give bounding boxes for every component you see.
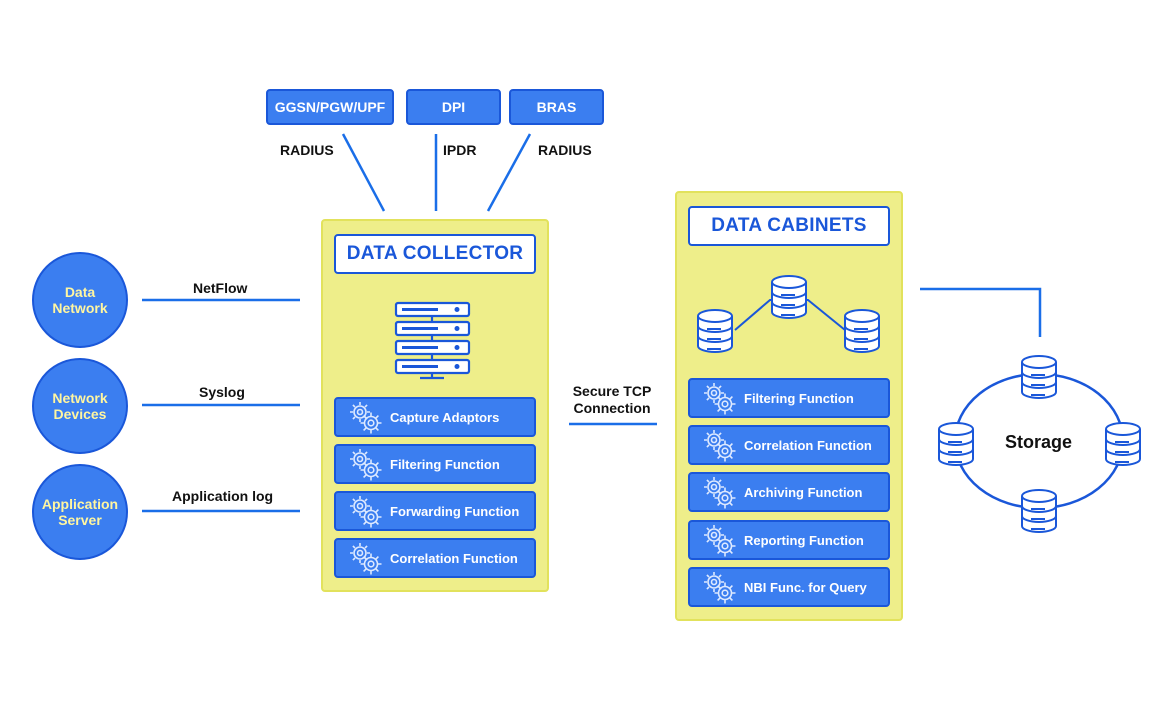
cabinet-func-label: Reporting Function [744, 532, 864, 548]
database-icon [698, 310, 732, 352]
bras-connector [486, 133, 532, 212]
collector-func-label: Filtering Function [390, 456, 500, 472]
data-cabinets-title-text: DATA CABINETS [711, 215, 867, 236]
source-ggsn-box: GGSN/PGW/UPF [266, 89, 394, 125]
collector-func-label: Correlation Function [390, 550, 518, 566]
collector-func-capture-adaptors: Capture Adaptors [334, 397, 536, 437]
database-icon [1106, 423, 1140, 465]
gear-icon [702, 381, 736, 415]
storage-connector [920, 287, 1042, 337]
source-bras-box: BRAS [509, 89, 604, 125]
protocol-ipdr: IPDR [443, 142, 477, 158]
input-application-server-label: Application Server [41, 496, 119, 528]
gear-icon [702, 428, 736, 462]
protocol-netflow: NetFlow [193, 280, 248, 296]
gear-icon [702, 475, 736, 509]
database-cluster-icon [690, 268, 890, 360]
gear-icon [348, 447, 382, 481]
gear-icon [702, 570, 736, 604]
collector-func-label: Forwarding Function [390, 503, 520, 519]
source-dpi-box: DPI [406, 89, 501, 125]
input-data-network: Data Network [32, 252, 128, 348]
gear-icon [348, 494, 382, 528]
storage-ring [925, 340, 1155, 540]
input-network-devices: Network Devices [32, 358, 128, 454]
cabinet-func-correlation: Correlation Function [688, 425, 890, 465]
secure-tcp-line2: Connection [573, 400, 651, 416]
cabinet-func-label: Filtering Function [744, 390, 854, 406]
secure-tcp-line1: Secure TCP [572, 383, 652, 399]
database-icon [1022, 490, 1056, 532]
database-icon [939, 423, 973, 465]
source-bras-label: BRAS [536, 99, 577, 115]
cabinet-func-label: NBI Func. for Query [744, 579, 867, 595]
protocol-syslog: Syslog [199, 384, 245, 400]
gear-icon [702, 523, 736, 557]
collector-func-forwarding: Forwarding Function [334, 491, 536, 531]
data-collector-title: DATA COLLECTOR [334, 234, 536, 274]
collector-func-correlation: Correlation Function [334, 538, 536, 578]
cabinet-func-nbi-query: NBI Func. for Query [688, 567, 890, 607]
protocol-application-log: Application log [172, 488, 274, 504]
database-icon [845, 310, 879, 352]
gear-icon [348, 400, 382, 434]
protocol-radius-right: RADIUS [538, 142, 592, 158]
input-data-network-label: Data Network [52, 284, 108, 316]
source-dpi-label: DPI [441, 99, 466, 115]
data-cabinets-title: DATA CABINETS [688, 206, 890, 246]
data-collector-title-text: DATA COLLECTOR [346, 243, 524, 264]
collector-func-filtering: Filtering Function [334, 444, 536, 484]
server-stack-icon [394, 301, 471, 380]
secure-tcp-label: Secure TCP Connection [566, 383, 658, 417]
collector-func-label: Capture Adaptors [390, 409, 500, 425]
cabinet-func-label: Archiving Function [744, 484, 863, 500]
cabinet-func-label: Correlation Function [744, 437, 872, 453]
input-network-devices-label: Network Devices [52, 390, 108, 422]
cabinet-func-archiving: Archiving Function [688, 472, 890, 512]
database-icon [1022, 356, 1056, 398]
protocol-radius-left: RADIUS [280, 142, 334, 158]
gear-icon [348, 541, 382, 575]
database-icon [772, 276, 806, 318]
cabinet-func-filtering: Filtering Function [688, 378, 890, 418]
ggsn-connector [341, 133, 386, 212]
source-ggsn-label: GGSN/PGW/UPF [274, 99, 386, 115]
cabinet-func-reporting: Reporting Function [688, 520, 890, 560]
input-application-server: Application Server [32, 464, 128, 560]
storage-label: Storage [1005, 432, 1073, 452]
